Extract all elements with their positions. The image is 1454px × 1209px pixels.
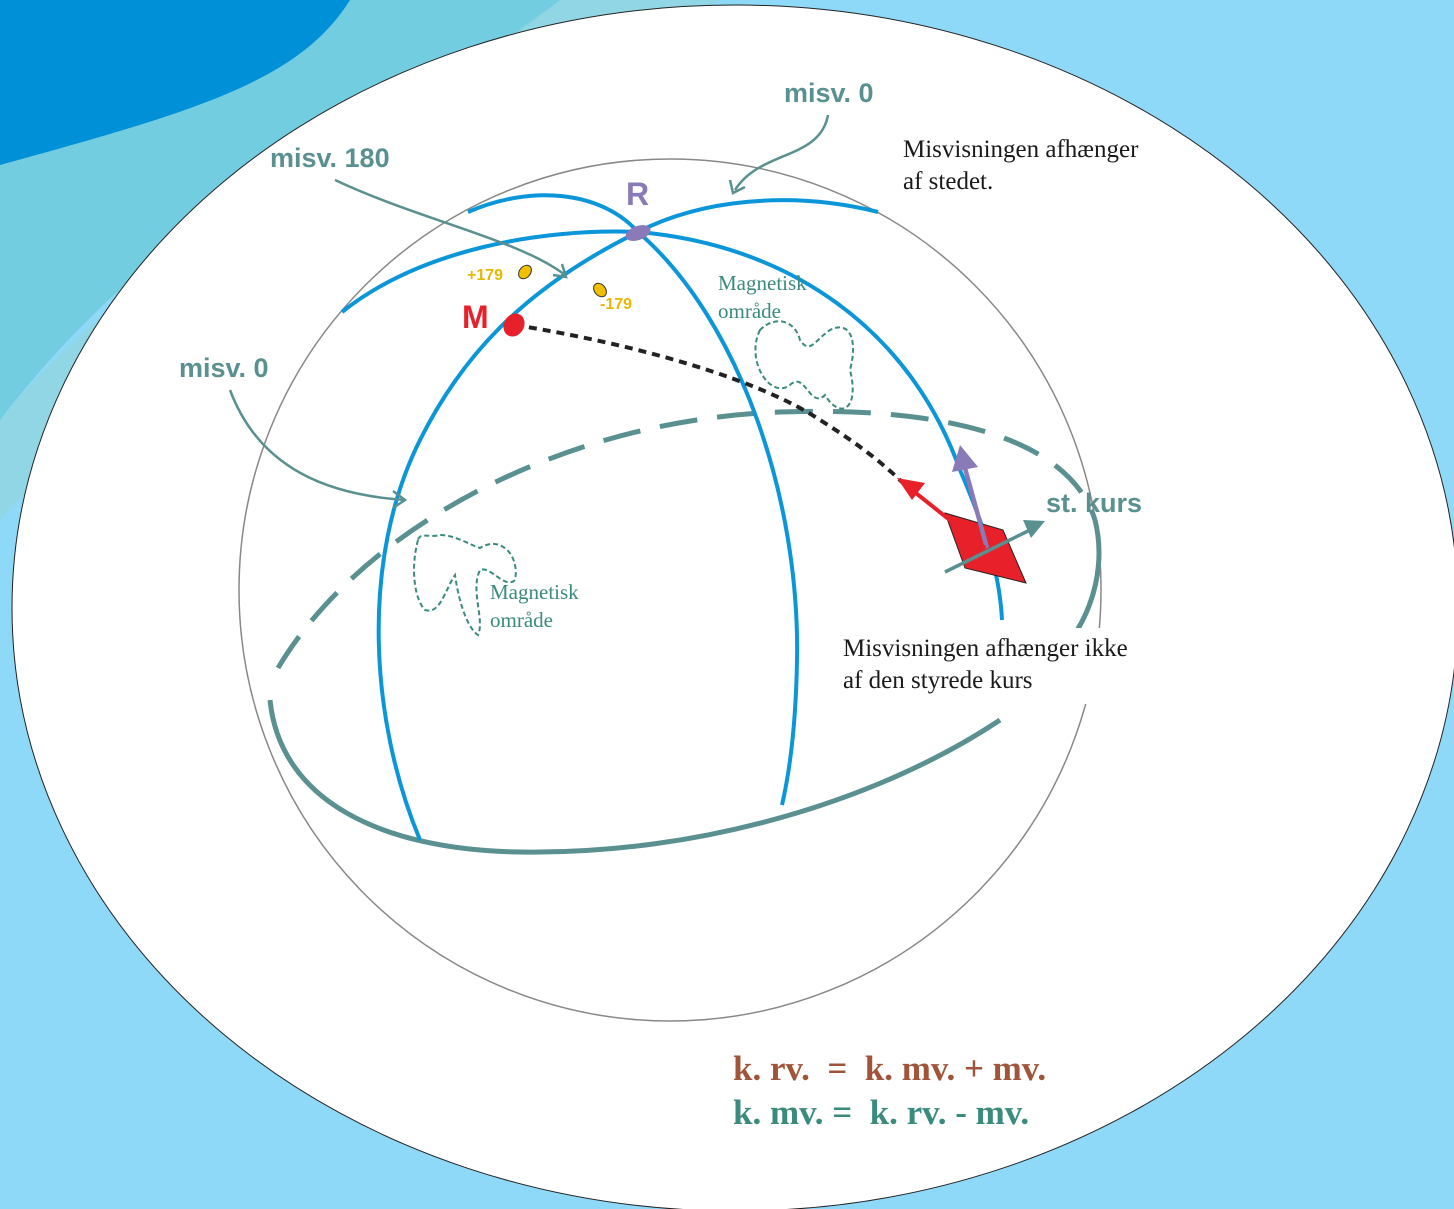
bg-band-dark <box>0 0 350 165</box>
note-course-line2: af den styrede kurs <box>843 667 1033 694</box>
magnetic-area-right-label-1: Magnetisk <box>718 271 807 295</box>
equation-true-course: k. rv. = k. mv. + mv. <box>733 1049 1046 1088</box>
note-course-line1: Misvisningen afhænger ikke <box>843 635 1128 662</box>
misv180-arrow <box>334 178 566 276</box>
misv0-left-label: misv. 0 <box>179 353 269 383</box>
misv0-top-arrow <box>733 114 830 191</box>
meridian-center <box>636 230 800 806</box>
meridian-left <box>376 230 639 841</box>
meridian-top-left <box>467 193 640 234</box>
true-north-arrow-shaft <box>962 467 990 549</box>
equation-magnetic-course: k. mv. = k. rv. - mv. <box>733 1093 1029 1132</box>
meridian-upper-left <box>340 229 639 314</box>
pole-M-label: M <box>462 299 489 335</box>
magnetic-arrow-head <box>897 478 925 500</box>
equator-back-dashed <box>275 408 1098 670</box>
note-place-line2: af stedet. <box>903 168 993 195</box>
magnetic-area-right-label-2: område <box>718 299 781 323</box>
misv0-left-arrowhead <box>392 490 408 510</box>
misv180-label: misv. 180 <box>270 143 390 173</box>
minus179-label: -179 <box>600 296 632 313</box>
minus179-marker <box>593 282 607 298</box>
magnetic-pole <box>503 313 525 337</box>
misv0-top-label: misv. 0 <box>784 78 874 108</box>
pole-R-label: R <box>626 176 649 212</box>
note-mask <box>835 628 1165 704</box>
magnetic-area-left-label-2: område <box>490 608 553 632</box>
misv0-left-arrow <box>228 389 406 502</box>
misv0-top-arrowhead <box>728 179 746 195</box>
note-place-line1: Misvisningen afhænger <box>903 136 1139 163</box>
misv180-arrowhead <box>552 263 568 279</box>
course-arrow-shaft <box>944 528 1031 574</box>
equator-front <box>267 699 1002 855</box>
magnetic-area-left-label-1: Magnetisk <box>490 580 579 604</box>
true-north-pole <box>625 225 651 241</box>
true-north-arrow-head <box>952 445 978 472</box>
globe-outline <box>238 158 1102 1022</box>
course-arrow-head <box>1023 520 1045 538</box>
plus179-label: +179 <box>467 267 503 284</box>
magnetic-area-left <box>413 533 517 637</box>
meridian-top-right <box>637 198 879 234</box>
magnetic-area-right <box>754 320 855 410</box>
magnetic-arrow-shaft <box>910 488 987 550</box>
outer-ellipse <box>11 4 1454 1209</box>
steered-course-label: st. kurs <box>1046 488 1142 518</box>
plus179-marker <box>518 264 532 280</box>
